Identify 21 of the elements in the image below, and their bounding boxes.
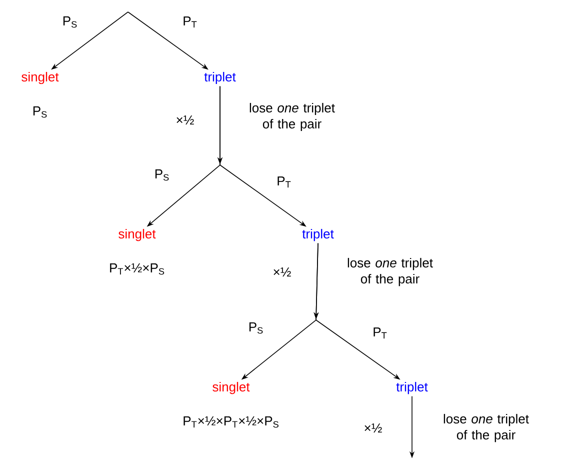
note-text: lose one triplet of the pair — [444, 414, 529, 442]
multiplier-label: ×½ — [364, 424, 382, 432]
edge-label: P$_{T}$ — [374, 327, 387, 339]
edge-label: P$_{T}$ — [184, 16, 197, 28]
triplet-label: triplet — [204, 72, 236, 84]
edge-label: P$_{S}$ — [249, 322, 263, 334]
edge-label: P$_{S}$ — [63, 16, 77, 28]
singlet-label: singlet — [212, 382, 250, 394]
multiplier-label: ×½ — [176, 116, 194, 124]
singlet-label: singlet — [22, 72, 59, 84]
probability-text: P$_{S}$ — [33, 106, 47, 118]
singlet-label: singlet — [118, 228, 156, 242]
probability-text: P$_{T}$×½×P$_{S}$ — [110, 263, 164, 275]
multiplier-label: ×½ — [274, 268, 291, 276]
edge-label: P$_{S}$ — [155, 169, 169, 181]
note-text: lose one triplet of the pair — [348, 258, 433, 286]
triplet-label: triplet — [396, 382, 428, 394]
edge-label: P$_{T}$ — [278, 176, 291, 188]
probability-text: P$_{T}$×½×P$_{T}$×½×P$_{S}$ — [184, 416, 278, 428]
note-text: lose one triplet of the pair — [250, 102, 335, 132]
triplet-label: triplet — [302, 228, 334, 242]
